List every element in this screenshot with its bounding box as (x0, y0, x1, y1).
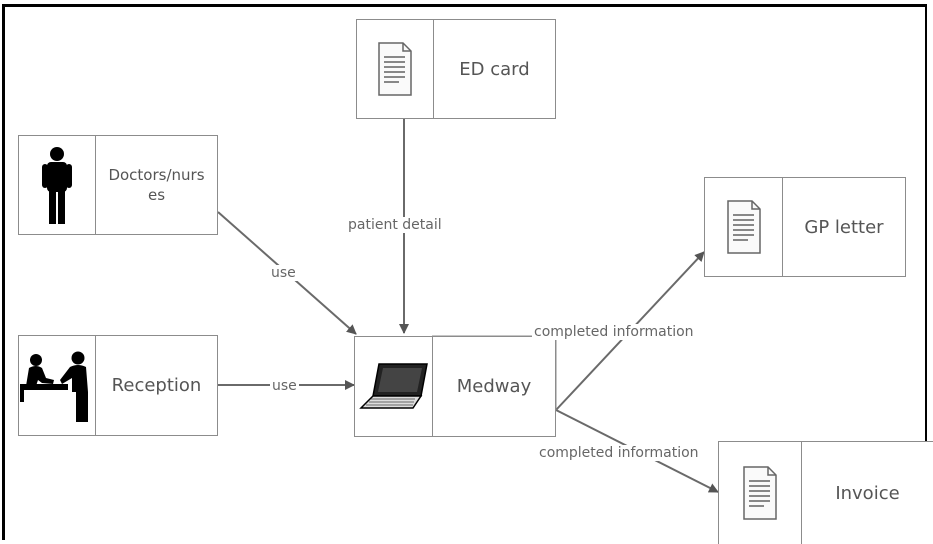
document-icon (705, 178, 783, 276)
edge-label-edcard-medway: patient detail (346, 217, 444, 233)
node-label: Reception (111, 375, 202, 396)
edge-label-medway-invoice: completed information (537, 445, 701, 461)
node-label: Doctors/nurs es (108, 166, 205, 204)
node-label: ED card (459, 58, 530, 80)
node-gp-letter: GP letter (704, 177, 906, 277)
document-icon (357, 20, 434, 118)
node-medway: Medway (354, 336, 556, 437)
node-label: GP letter (804, 216, 884, 238)
node-label: Invoice (835, 482, 900, 504)
node-doctors-nurses: Doctors/nurs es (18, 135, 218, 235)
node-ed-card: ED card (356, 19, 556, 119)
edge-label-medway-gp: completed information (532, 324, 696, 340)
document-icon (719, 442, 802, 544)
diagram-frame (2, 4, 927, 540)
person-icon (19, 136, 96, 234)
node-invoice: Invoice (718, 441, 933, 544)
reception-desk-icon (19, 336, 96, 435)
edge-label-reception-medway: use (270, 378, 299, 394)
laptop-icon (355, 337, 433, 436)
node-label: Medway (456, 376, 532, 397)
node-reception: Reception (18, 335, 218, 436)
edge-label-doctors-medway: use (269, 265, 298, 281)
